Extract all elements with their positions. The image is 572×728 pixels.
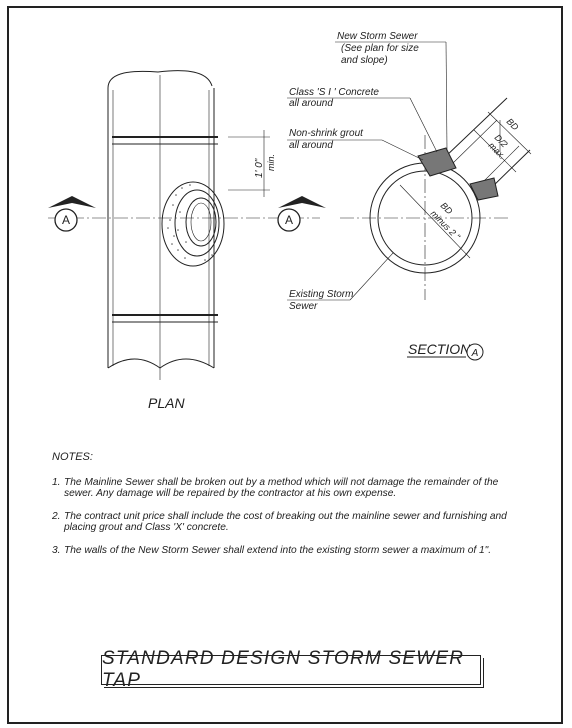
svg-text:New Storm Sewer: New Storm Sewer [337,31,418,42]
plan-dimension-one-foot [228,130,270,197]
notes-block: NOTES: 1. The Mainline Sewer shall be br… [52,452,522,568]
note-item: 2. The contract unit price shall include… [52,511,522,533]
svg-text:all around: all around [289,98,333,109]
note-number: 1. [52,477,61,488]
drawing-title-box: STANDARD DESIGN STORM SEWER TAP [101,648,484,691]
svg-text:Non-shrink grout: Non-shrink grout [289,128,364,139]
section-title: SECTION [408,341,471,357]
note-text: The walls of the New Storm Sewer shall e… [64,545,492,556]
svg-text:all around: all around [289,140,333,151]
note-text: The Mainline Sewer shall be broken out b… [64,477,499,499]
svg-text:Existing Storm: Existing Storm [289,289,353,300]
drawing-title: STANDARD DESIGN STORM SEWER TAP [102,648,465,691]
plan-pipe [107,70,225,380]
svg-text:Class 'S I ' Concrete: Class 'S I ' Concrete [289,87,379,98]
note-number: 3. [52,545,61,556]
section-view [287,41,532,301]
label-new-storm-sewer: New Storm Sewer (See plan for size and s… [337,31,419,66]
svg-text:A: A [285,213,293,227]
note-item: 3. The walls of the New Storm Sewer shal… [52,545,522,556]
notes-heading: NOTES: [52,451,93,463]
dim-min-text: min. [266,154,276,171]
note-text: The contract unit price shall include th… [64,511,507,533]
section-title-marker: A [466,343,484,361]
section-marker-left: A [48,196,96,232]
svg-text:A: A [62,213,70,227]
label-class-concrete: Class 'S I ' Concrete all around [289,87,379,109]
label-existing-storm-sewer: Existing Storm Sewer [289,289,353,312]
note-number: 2. [52,511,61,522]
svg-text:and slope): and slope) [341,55,388,66]
dim-one-foot-text: 1' 0" [254,158,265,178]
svg-text:Sewer: Sewer [289,301,318,312]
svg-text:(See plan for size: (See plan for size [341,43,419,54]
note-item: 1. The Mainline Sewer shall be broken ou… [52,477,522,499]
section-marker-right: A [277,196,326,232]
plan-title: PLAN [148,395,185,411]
drawing-sheet-border [7,6,563,724]
plan-grout-stipple [167,184,213,261]
svg-text:A: A [471,348,479,359]
label-grout: Non-shrink grout all around [289,128,364,151]
